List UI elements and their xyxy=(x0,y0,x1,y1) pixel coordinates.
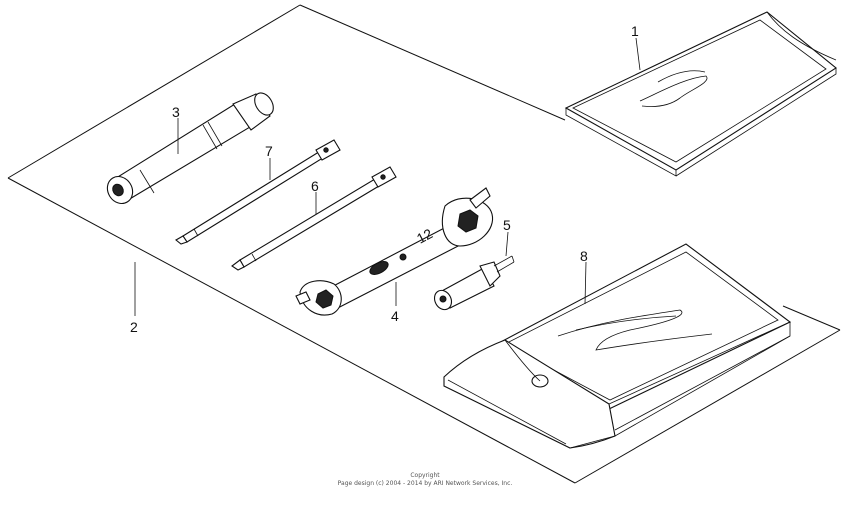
callout-6: 6 xyxy=(311,178,319,194)
spark-plug-wrench-item-3 xyxy=(106,92,274,205)
callout-5: 5 xyxy=(503,217,511,233)
tool-bag-item-8 xyxy=(443,243,792,449)
wrench-size-marking: 12 xyxy=(414,225,435,247)
copyright-line-2: Page design (c) 2004 - 2014 by ARI Netwo… xyxy=(338,480,513,487)
leader-lines xyxy=(134,37,641,316)
callout-7: 7 xyxy=(265,143,273,159)
callout-8: 8 xyxy=(580,248,588,264)
screwdriver-grip-item-5 xyxy=(433,255,515,311)
manual-pouch-item-1 xyxy=(564,11,837,177)
callout-labels: 1 2 3 4 5 6 7 8 xyxy=(130,23,639,335)
tool-mat-outline xyxy=(7,4,841,484)
screwdriver-item-6 xyxy=(231,166,397,271)
callout-1: 1 xyxy=(631,23,639,39)
screwdriver-item-7 xyxy=(175,139,341,245)
callout-4: 4 xyxy=(391,308,399,324)
callout-3: 3 xyxy=(172,104,180,120)
copyright-notice: Copyright Page design (c) 2004 - 2014 by… xyxy=(338,472,513,487)
copyright-line-1: Copyright xyxy=(410,472,440,479)
open-end-wrench-item-4: 12 xyxy=(295,187,494,316)
callout-2: 2 xyxy=(130,319,138,335)
